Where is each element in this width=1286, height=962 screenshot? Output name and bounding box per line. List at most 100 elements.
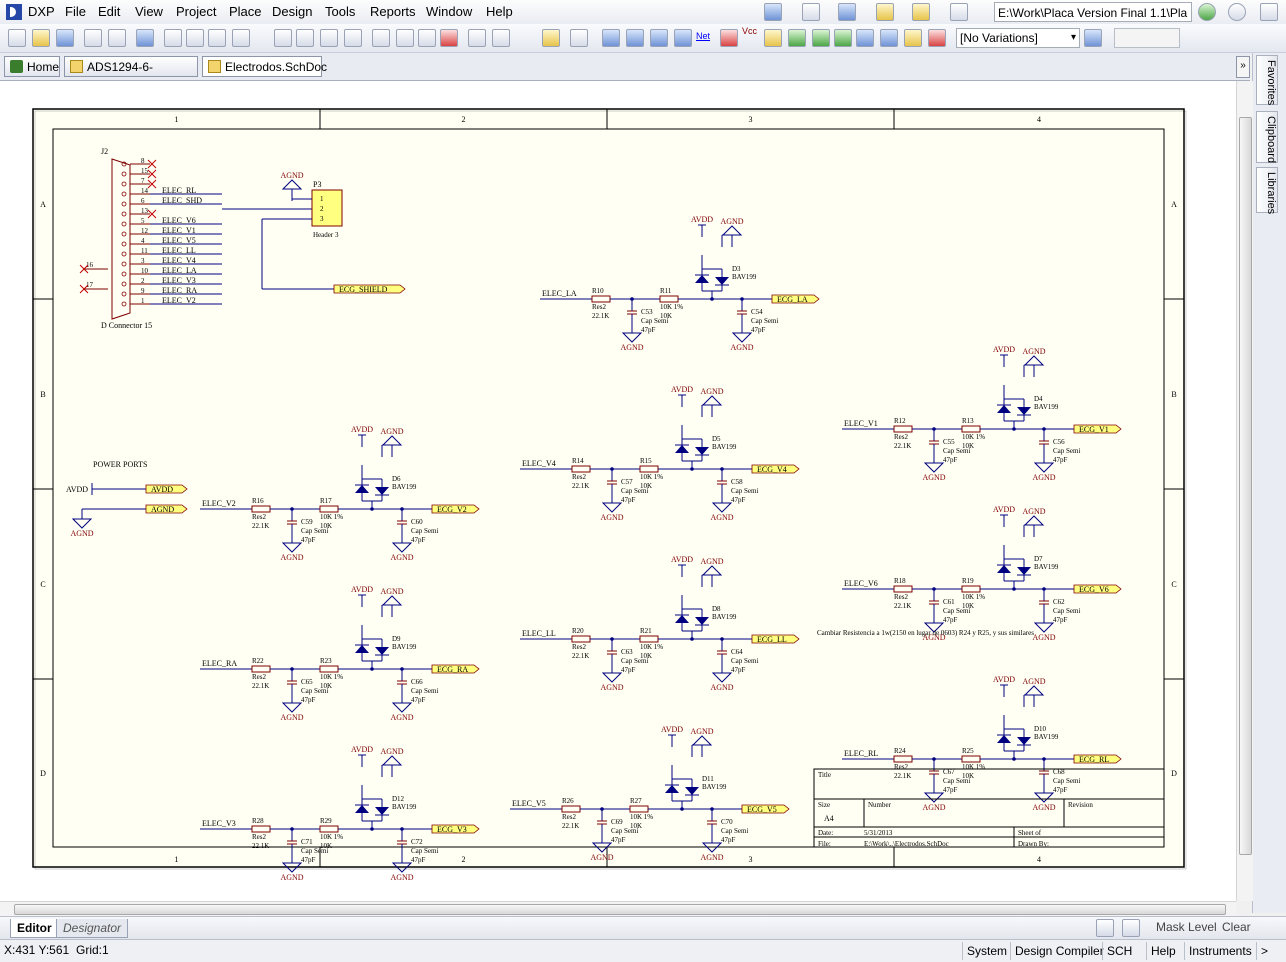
menu-reports[interactable]: Reports <box>370 4 416 19</box>
menu-dxp[interactable]: DXP <box>28 4 55 19</box>
clear-filter-icon[interactable] <box>440 29 458 47</box>
gnd-power-port-icon[interactable] <box>720 29 738 47</box>
blank-combo[interactable] <box>1114 28 1180 48</box>
cap-ref: C58 <box>731 478 743 486</box>
menu-help[interactable]: Help <box>486 4 513 19</box>
tab-electrodos-schdoc[interactable]: Electrodos.SchDoc <box>202 56 327 77</box>
menu-design[interactable]: Design <box>272 4 313 19</box>
cap-value: 47pF <box>1053 456 1068 464</box>
paste-icon[interactable] <box>320 29 338 47</box>
avdd-label: AVDD <box>993 345 1015 354</box>
clear-button[interactable]: Clear <box>1222 920 1251 934</box>
tab-list-chevron-icon[interactable]: » <box>1236 56 1250 78</box>
deselect-icon[interactable] <box>418 29 436 47</box>
save-icon[interactable] <box>56 29 74 47</box>
project-path-field[interactable]: E:\Work\Placa Version Final 1.1\Pla <box>994 2 1192 22</box>
redo-icon[interactable] <box>492 29 510 47</box>
connector-pin-dot <box>121 271 127 277</box>
variant-manager-icon[interactable] <box>1084 29 1102 47</box>
parts-icon[interactable] <box>876 3 894 21</box>
place-net-label-button[interactable]: Net <box>696 31 711 41</box>
print-icon[interactable] <box>84 29 102 47</box>
menu-tools[interactable]: Tools <box>325 4 356 19</box>
status-help-button[interactable]: Help <box>1146 942 1180 960</box>
zoom-area-icon[interactable] <box>186 29 204 47</box>
align-tools-icon[interactable] <box>802 3 820 21</box>
variations-select[interactable]: [No Variations] <box>956 28 1080 48</box>
place-no-erc-icon[interactable] <box>928 29 946 47</box>
horizontal-scrollbar[interactable] <box>0 901 1236 916</box>
panel-tab-clipboard[interactable]: Clipboard <box>1256 111 1278 163</box>
status-design-compiler-button[interactable]: Design Compiler <box>1010 942 1108 960</box>
menu-place[interactable]: Place <box>229 4 262 19</box>
new-icon[interactable] <box>8 29 26 47</box>
move-icon[interactable] <box>396 29 414 47</box>
place-bus-entry-icon[interactable] <box>650 29 668 47</box>
no-connect <box>79 284 89 294</box>
pin-icon[interactable] <box>1260 3 1278 21</box>
cross-probe-icon[interactable] <box>542 29 560 47</box>
undo-icon[interactable] <box>468 29 486 47</box>
copy-icon[interactable] <box>296 29 314 47</box>
directives-icon[interactable] <box>912 3 930 21</box>
devices-icon[interactable] <box>136 29 154 47</box>
agnd-label: AGND <box>390 553 413 562</box>
mask-level-button[interactable]: Mask Level <box>1156 920 1217 934</box>
agnd-symbol <box>731 332 753 343</box>
connector-pin-dot <box>121 221 127 227</box>
panel-tab-libraries[interactable]: Libraries <box>1256 167 1278 214</box>
select-area-icon[interactable] <box>372 29 390 47</box>
menu-file[interactable]: File <box>65 4 86 19</box>
open-icon[interactable] <box>32 29 50 47</box>
place-wire-icon[interactable] <box>626 29 644 47</box>
vertical-scrollbar[interactable] <box>1236 81 1253 901</box>
tab-home[interactable]: Home <box>4 56 60 77</box>
zoom-selected-icon[interactable] <box>208 29 226 47</box>
back-icon[interactable] <box>1198 3 1216 21</box>
vcc-power-port-button[interactable]: Vcc <box>742 26 758 36</box>
dxp-logo-icon[interactable] <box>6 4 22 20</box>
place-harness-icon[interactable] <box>674 29 692 47</box>
cut-icon[interactable] <box>274 29 292 47</box>
print-preview-icon[interactable] <box>108 29 126 47</box>
diode-D3-b <box>715 277 729 285</box>
vertical-scroll-thumb[interactable] <box>1239 117 1252 855</box>
cap-value: 47pF <box>301 696 316 704</box>
menu-edit[interactable]: Edit <box>98 4 121 19</box>
place-part-icon[interactable] <box>764 29 782 47</box>
status-instruments-button[interactable]: Instruments <box>1184 942 1256 960</box>
mask-pen-icon[interactable] <box>1096 919 1114 937</box>
tab-ads1294-schdoc[interactable]: ADS1294-6-8.SchDoc <box>64 56 198 95</box>
place-sheet-entry-icon[interactable] <box>812 29 830 47</box>
browse-library-icon[interactable] <box>570 29 588 47</box>
place-bus-icon[interactable] <box>602 29 620 47</box>
menu-view[interactable]: View <box>135 4 163 19</box>
wiring-tools-icon[interactable] <box>764 3 782 21</box>
zoom-fit-icon[interactable] <box>164 29 182 47</box>
menu-project[interactable]: Project <box>176 4 217 19</box>
rubber-stamp-icon[interactable] <box>344 29 362 47</box>
zoom-dropdown-icon[interactable] <box>232 29 250 47</box>
place-harness-entry-icon[interactable] <box>880 29 898 47</box>
place-harness-connector-icon[interactable] <box>856 29 874 47</box>
grid-icon[interactable] <box>950 3 968 21</box>
place-device-sheet-icon[interactable] <box>834 29 852 47</box>
status-system-button[interactable]: System <box>962 942 1011 960</box>
place-sheet-symbol-icon[interactable] <box>788 29 806 47</box>
status-sch-button[interactable]: SCH <box>1102 942 1136 960</box>
zone-row-label-left: D <box>40 769 46 778</box>
tab-editor[interactable]: Editor <box>10 919 59 938</box>
panel-tab-favorites[interactable]: Favorites <box>1256 55 1278 105</box>
resistor-value: 10K <box>962 602 974 610</box>
agnd-symbol <box>923 792 945 803</box>
tab-designator[interactable]: Designator <box>56 919 129 938</box>
power-ports-icon[interactable] <box>838 3 856 21</box>
status-more-button[interactable]: > <box>1256 942 1272 960</box>
filter-icon[interactable] <box>1122 919 1140 937</box>
forward-icon[interactable] <box>1228 3 1246 21</box>
menu-window[interactable]: Window <box>426 4 473 19</box>
horizontal-scroll-thumb[interactable] <box>14 904 1226 915</box>
place-port-icon[interactable] <box>904 29 922 47</box>
